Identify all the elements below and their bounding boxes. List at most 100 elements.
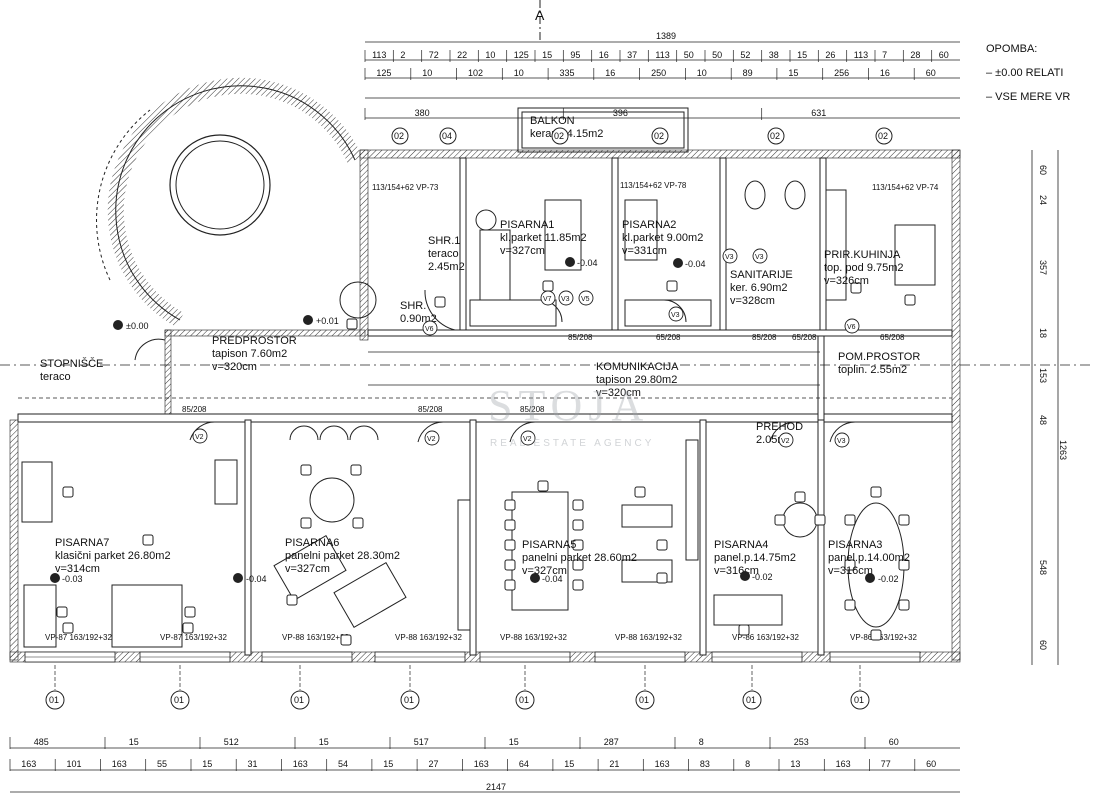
window-tag: VP-86 163/192+32: [732, 633, 799, 642]
room-pisarna7-line2: klasični parket 26.80m2: [55, 550, 171, 562]
dim-value: 15: [542, 50, 552, 60]
dim-overall-top: 1389: [656, 31, 676, 41]
dim-overall-bottom: 2147: [486, 782, 506, 792]
chair: [184, 606, 196, 618]
room-pisarna2-line3: v=331cm: [622, 245, 667, 257]
dim-value: 72: [429, 50, 439, 60]
room-pisarna2-name: PISARNA2: [622, 219, 676, 231]
dim-value: 113: [655, 50, 669, 60]
dim-value: 15: [129, 737, 139, 747]
dim-value: 38: [769, 50, 779, 60]
level-mark-2: +0.01: [316, 316, 339, 326]
dim-value: 8: [745, 759, 750, 769]
room-shr1-line3: 2.45m2: [428, 261, 465, 273]
dim-value: 163: [836, 759, 851, 769]
interior-walls: [17, 157, 953, 656]
dim-value: 21: [609, 759, 619, 769]
room-sanitarije-name: SANITARIJE: [730, 269, 793, 281]
dim-value: 16: [880, 68, 890, 78]
door-tag: V3: [725, 254, 734, 261]
dim-value: 37: [627, 50, 637, 60]
right-dim-value: 60: [1038, 640, 1048, 650]
room-pisarna1-line2: kl.parket 11.85m2: [500, 232, 587, 244]
axis-bubble-bottom: 01: [404, 695, 414, 705]
dim-value: 163: [293, 759, 308, 769]
chair: [340, 634, 352, 646]
dim-value: 13: [790, 759, 800, 769]
room-predprostor-line2: tapison 7.60m2: [212, 348, 287, 360]
chair: [898, 559, 910, 571]
dim-value: 163: [474, 759, 489, 769]
axis-bubble-top: 02: [554, 131, 564, 141]
window-tag: VP-88 163/192+32: [500, 633, 567, 642]
axis-bubble-bottom: 01: [519, 695, 529, 705]
level-mark-3: -0.03: [62, 574, 83, 584]
right-dimensions: [1031, 150, 1059, 665]
dim-value: 7: [882, 50, 887, 60]
dim-value: 512: [224, 737, 239, 747]
dim-value: 26: [825, 50, 835, 60]
room-komunikacija-line3: v=320cm: [596, 387, 641, 399]
level-mark-8: -0.04: [685, 259, 706, 269]
room-sanitarije-line2: ker. 6.90m2: [730, 282, 787, 294]
room-pisarna4-name: PISARNA4: [714, 539, 768, 551]
chairs: [56, 280, 916, 646]
dim-value: 253: [794, 737, 809, 747]
room-shr1-name: SHR.1: [428, 235, 460, 247]
room-prehod-name: PREHOD: [756, 421, 803, 433]
dim-value: 10: [514, 68, 524, 78]
dim-value: 15: [509, 737, 519, 747]
right-dim-value: 48: [1038, 415, 1048, 425]
dim-value: 95: [570, 50, 580, 60]
notes-line-2: – VSE MERE VR: [986, 91, 1070, 103]
room-pisarna5-name: PISARNA5: [522, 539, 576, 551]
chair: [774, 514, 786, 526]
dim-value: 10: [697, 68, 707, 78]
dim-value: 163: [112, 759, 127, 769]
chair: [542, 280, 554, 292]
dim-value: 16: [599, 50, 609, 60]
door-size: 65/208: [880, 333, 905, 342]
dim-value: 60: [926, 68, 936, 78]
chair: [62, 486, 74, 498]
dim-value: 15: [202, 759, 212, 769]
chair: [814, 514, 826, 526]
notes-title: OPOMBA:: [986, 43, 1037, 55]
dim-value: 631: [811, 108, 826, 118]
chair: [844, 514, 856, 526]
level-mark-6: -0.02: [752, 572, 773, 582]
axis-bubble-bottom: 01: [854, 695, 864, 705]
chair: [898, 514, 910, 526]
room-pisarna5-line2: panelni parket 28.60m2: [522, 552, 637, 564]
dim-value: 77: [881, 759, 891, 769]
axis-bubble-top: 02: [770, 131, 780, 141]
chair: [572, 579, 584, 591]
chair: [870, 486, 882, 498]
level-marks: ±0.00 +0.01 -0.03 -0.04 -0.04 -0.02 -0.0…: [50, 257, 899, 584]
chair: [504, 499, 516, 511]
room-komunikacija-name: KOMUNIKACIJA: [596, 361, 679, 373]
axis-bubble-bottom: 01: [746, 695, 756, 705]
chair: [656, 539, 668, 551]
room-shr-name: SHR.: [400, 300, 426, 312]
dim-value: 16: [605, 68, 615, 78]
door-tag: V2: [427, 436, 436, 443]
door-size: 65/208: [792, 333, 817, 342]
level-mark-5: -0.04: [542, 574, 563, 584]
chair: [182, 622, 194, 634]
dim-value: 28: [910, 50, 920, 60]
notes-block: OPOMBA: – ±0.00 RELATI – VSE MERE VR: [986, 43, 1070, 103]
dim-value: 380: [415, 108, 430, 118]
door-size: 85/208: [182, 405, 207, 414]
chair: [142, 534, 154, 546]
room-pisarna3-name: PISARNA3: [828, 539, 882, 551]
dim-value: 55: [157, 759, 167, 769]
chair: [504, 519, 516, 531]
dim-value: 22: [457, 50, 467, 60]
room-predprostor-name: PREDPROSTOR: [212, 335, 297, 347]
chair: [572, 559, 584, 571]
right-dim-value: 18: [1038, 328, 1048, 338]
